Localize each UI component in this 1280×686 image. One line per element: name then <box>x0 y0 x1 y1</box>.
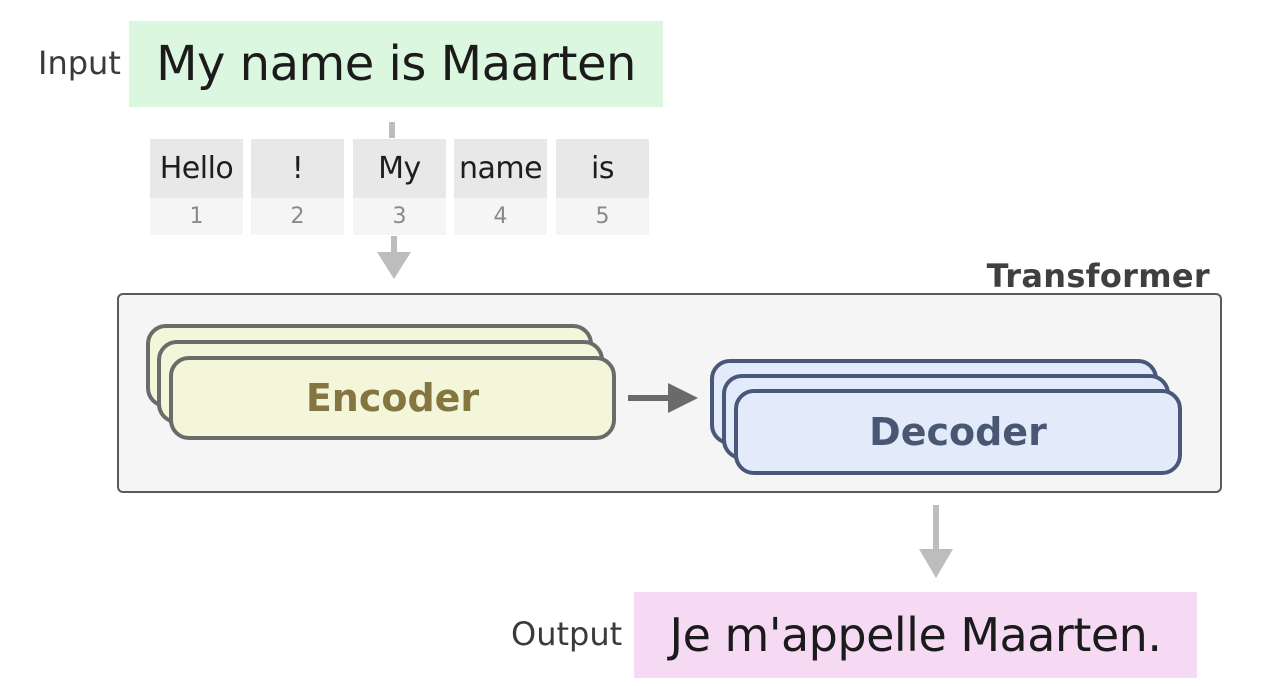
token-text: Hello <box>150 139 243 198</box>
token-hello: Hello 1 <box>150 139 243 235</box>
token-exclamation: ! 2 <box>251 139 344 235</box>
decoder-label: Decoder <box>869 410 1047 454</box>
input-connector-line <box>389 122 395 138</box>
token-id: 5 <box>556 198 649 235</box>
encoder-layer-front: Encoder <box>169 356 616 440</box>
input-text-box: My name is Maarten <box>129 21 663 107</box>
tokens-to-transformer-arrow <box>377 236 411 279</box>
token-is: is 5 <box>556 139 649 235</box>
token-id: 3 <box>353 198 446 235</box>
encoder-label: Encoder <box>305 376 480 420</box>
transformer-to-output-arrow <box>919 505 953 578</box>
token-text: is <box>556 139 649 198</box>
output-text-box: Je m'appelle Maarten. <box>634 592 1197 678</box>
token-text: name <box>454 139 547 198</box>
token-text: My <box>353 139 446 198</box>
decoder-layer-front: Decoder <box>734 389 1182 475</box>
token-my: My 3 <box>353 139 446 235</box>
token-text: ! <box>251 139 344 198</box>
encoder-to-decoder-arrow <box>628 383 698 413</box>
token-name: name 4 <box>454 139 547 235</box>
token-id: 2 <box>251 198 344 235</box>
output-label: Output <box>511 615 623 653</box>
input-label: Input <box>38 44 121 82</box>
transformer-title: Transformer <box>986 257 1210 295</box>
token-id: 4 <box>454 198 547 235</box>
token-id: 1 <box>150 198 243 235</box>
